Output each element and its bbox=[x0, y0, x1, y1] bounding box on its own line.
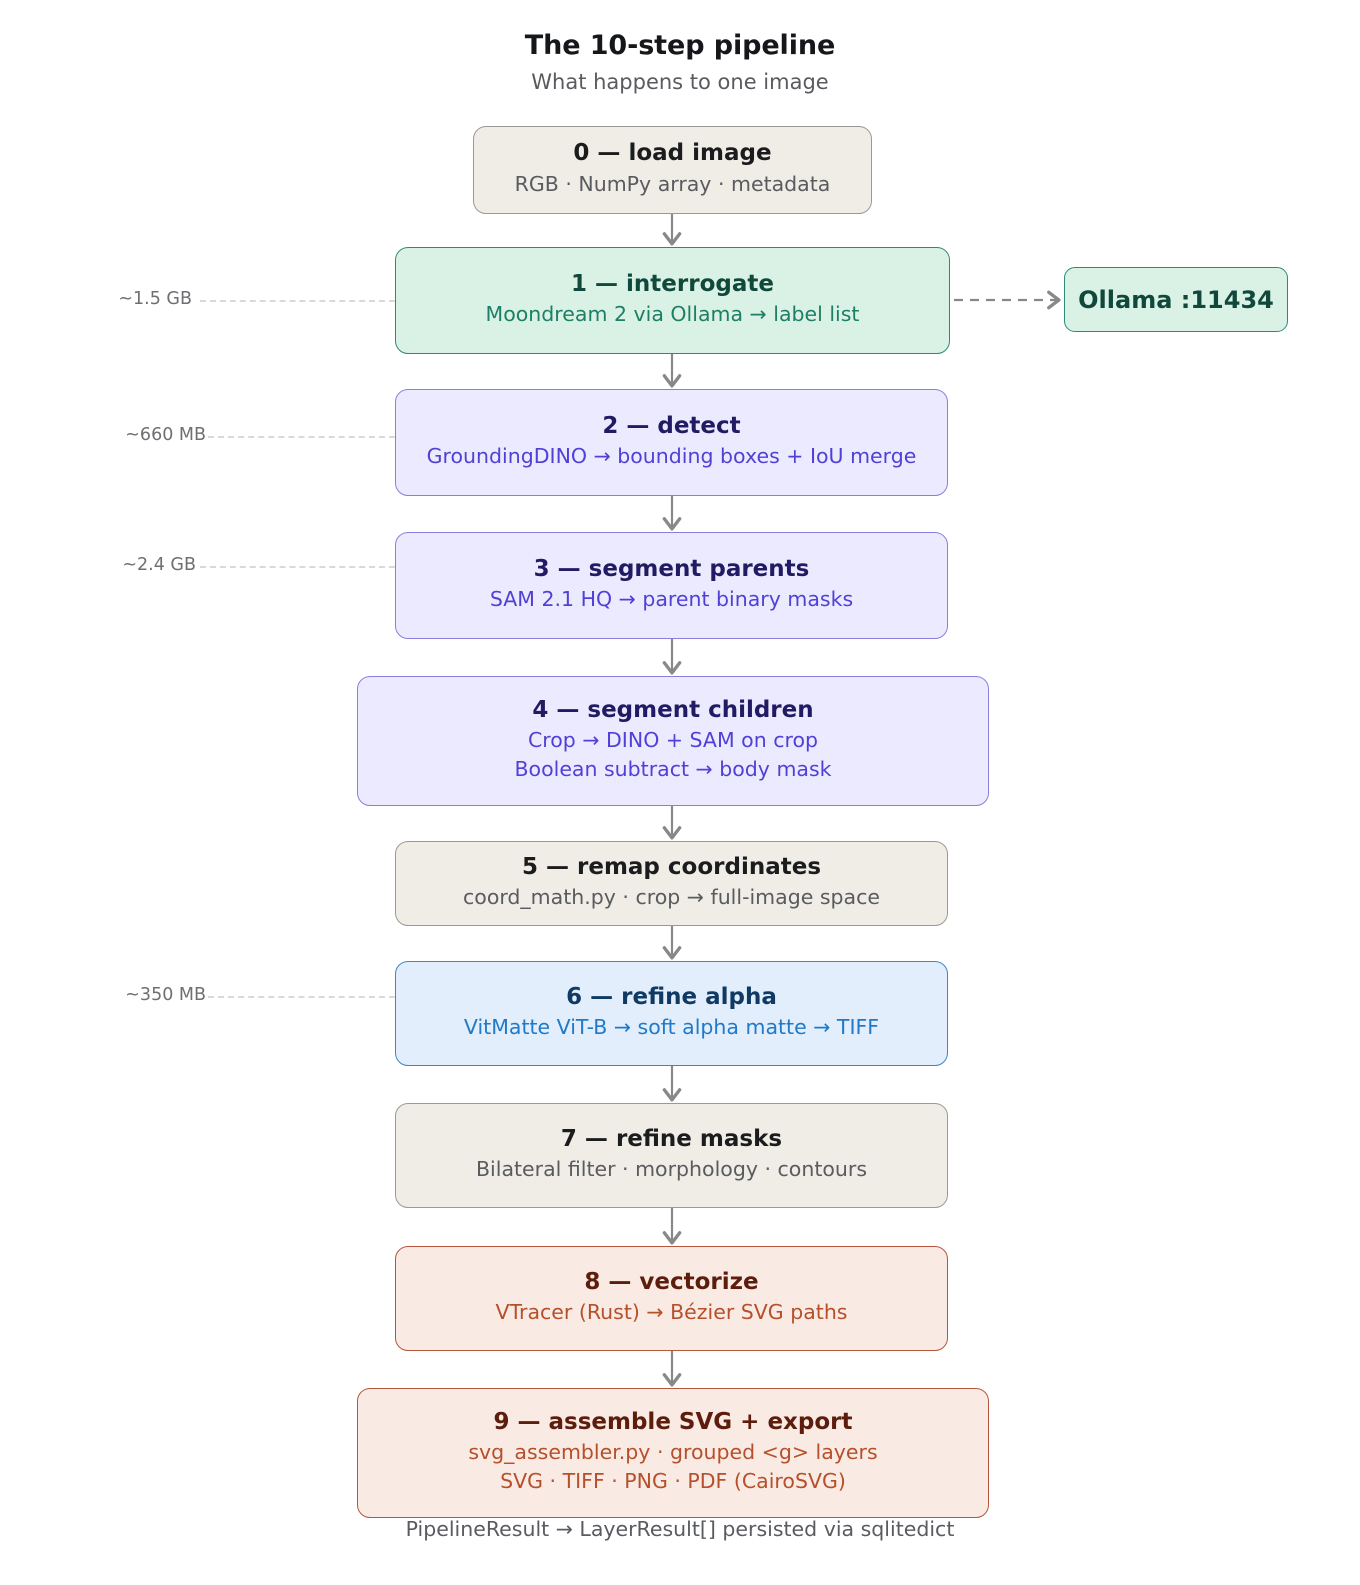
memory-leader-line-2 bbox=[200, 566, 395, 568]
ollama-service-label: Ollama :11434 bbox=[1078, 285, 1274, 314]
memory-label-2: ~2.4 GB bbox=[122, 555, 196, 575]
step-6-subtitle: VitMatte ViT-B → soft alpha matte → TIFF bbox=[463, 1015, 880, 1040]
memory-leader-line-1 bbox=[208, 436, 395, 438]
memory-leader-line-0 bbox=[200, 300, 395, 302]
step-9-title: 9 — assemble SVG + export bbox=[493, 1408, 853, 1435]
step-1-title: 1 — interrogate bbox=[571, 270, 774, 297]
step-2-subtitle: GroundingDINO → bounding boxes + IoU mer… bbox=[426, 444, 917, 469]
step-0-subtitle: RGB · NumPy array · metadata bbox=[514, 171, 831, 196]
step-3-subtitle: SAM 2.1 HQ → parent binary masks bbox=[489, 587, 854, 612]
footer-text: PipelineResult → LayerResult[] persisted… bbox=[405, 1517, 955, 1541]
step-2-title: 2 — detect bbox=[602, 412, 741, 439]
memory-label-1: ~660 MB bbox=[125, 425, 206, 445]
node-step-5[interactable]: 5 — remap coordinates coord_math.py · cro… bbox=[395, 841, 948, 926]
step-8-subtitle: VTracer (Rust) → Bézier SVG paths bbox=[495, 1300, 848, 1325]
step-0-title: 0 — load image bbox=[573, 140, 772, 167]
step-1-subtitle: Moondream 2 via Ollama → label list bbox=[485, 302, 860, 327]
header: The 10-step pipeline What happens to one… bbox=[0, 30, 1360, 94]
step-4-subtitle-2: Boolean subtract → body mask bbox=[514, 757, 832, 782]
step-8-title: 8 — vectorize bbox=[584, 1268, 759, 1295]
step-9-subtitle: svg_assembler.py · grouped <g> layers bbox=[468, 1440, 878, 1465]
step-9-subtitle-2: SVG · TIFF · PNG · PDF (CairoSVG) bbox=[500, 1469, 846, 1494]
footer-caption: PipelineResult → LayerResult[] persisted… bbox=[0, 1517, 1360, 1541]
step-4-title: 4 — segment children bbox=[532, 696, 814, 723]
step-5-title: 5 — remap coordinates bbox=[521, 853, 822, 880]
memory-label-0: ~1.5 GB bbox=[118, 289, 192, 309]
step-4-subtitle: Crop → DINO + SAM on crop bbox=[527, 728, 819, 753]
step-7-subtitle: Bilateral filter · morphology · contours bbox=[475, 1157, 867, 1182]
node-step-9[interactable]: 9 — assemble SVG + export svg_assembler.p… bbox=[357, 1388, 989, 1518]
page-subtitle: What happens to one image bbox=[531, 70, 829, 94]
step-7-title: 7 — refine masks bbox=[560, 1125, 783, 1152]
page-title: The 10-step pipeline bbox=[524, 30, 836, 61]
step-5-subtitle: coord_math.py · crop → full-image space bbox=[463, 885, 880, 910]
step-3-title: 3 — segment parents bbox=[533, 555, 810, 582]
memory-leader-line-3 bbox=[208, 996, 395, 998]
node-ollama-service[interactable]: Ollama :11434 bbox=[1064, 267, 1288, 332]
step-6-title: 6 — refine alpha bbox=[566, 983, 777, 1010]
memory-label-3: ~350 MB bbox=[125, 985, 206, 1005]
